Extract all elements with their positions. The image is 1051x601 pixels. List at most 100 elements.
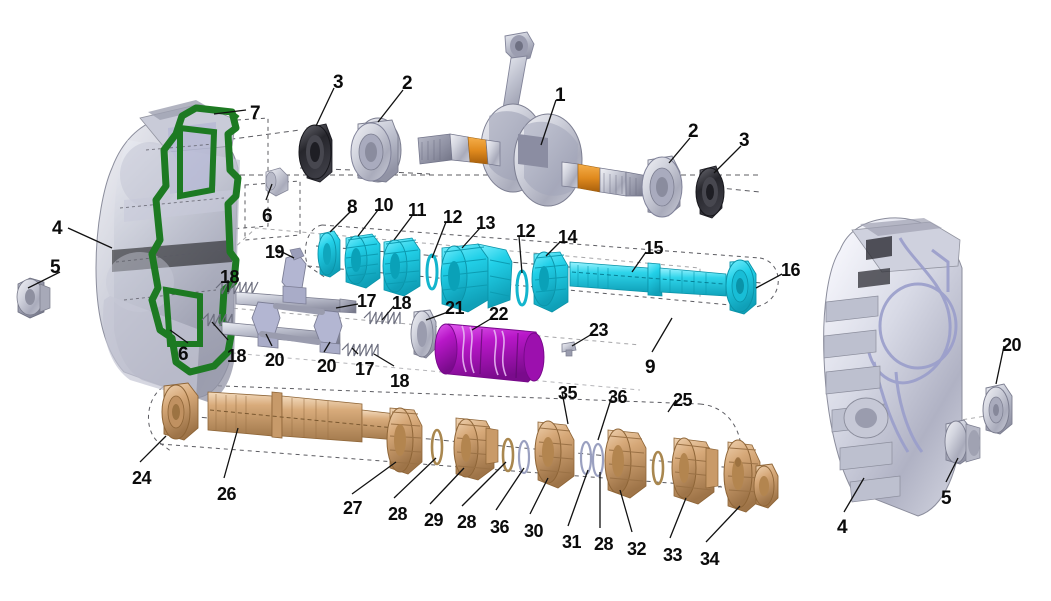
mainshaft-26 (207, 391, 397, 443)
right-crankcase-half (823, 217, 963, 517)
callout-number-18-c18a: 18 (220, 267, 240, 287)
crank-bearing-left (350, 117, 402, 183)
callout-number-5-c5b: 5 (941, 488, 952, 509)
callout-number-14-c14: 14 (558, 227, 578, 247)
callout-number-5-c5a: 5 (50, 257, 61, 278)
callout-number-13-c13: 13 (476, 213, 496, 233)
washer-36b (591, 442, 605, 478)
callout-number-2-c2a: 2 (402, 73, 413, 94)
callout-number-12-c12b: 12 (516, 221, 536, 241)
washer-35 (579, 440, 593, 476)
crank-seal-left (298, 123, 333, 183)
callout-number-26-c26: 26 (217, 484, 237, 504)
callout-number-25-c25: 25 (673, 390, 693, 410)
mainshaft-gear-cluster (161, 382, 779, 513)
callout-number-12-c12a: 12 (443, 207, 463, 227)
callout-number-21-c21: 21 (445, 298, 465, 318)
callout-number-29-c29: 29 (424, 510, 444, 530)
callout-number-32-c32: 32 (627, 539, 647, 559)
callout-number-3-c3a: 3 (333, 72, 344, 93)
callout-number-17-c17b: 17 (355, 359, 375, 379)
callout-number-9-c9: 9 (645, 357, 656, 378)
callout-number-16-c16: 16 (781, 260, 801, 280)
callout-number-18-c18b: 18 (227, 346, 247, 366)
callout-number-23-c23: 23 (589, 320, 609, 340)
washer-36a (517, 439, 531, 475)
spring-18a (215, 280, 259, 295)
shift-fork-19 (281, 247, 307, 305)
shift-drum-22 (434, 323, 545, 383)
callout-number-4-c4a: 4 (52, 218, 63, 239)
callout-number-11-c11: 11 (408, 200, 427, 220)
callout-number-28-c28a: 28 (388, 504, 408, 524)
callout-number-36-c36a: 36 (490, 517, 510, 537)
gear-33 (723, 439, 761, 513)
gear-32 (671, 437, 719, 505)
gear-13 (440, 243, 513, 313)
shift-drum-assembly (410, 309, 577, 383)
shift-fork-assembly (201, 247, 401, 357)
callout-number-30-c30: 30 (524, 521, 544, 541)
callout-number-3-c3b: 3 (739, 130, 750, 151)
gear-10 (344, 233, 381, 289)
callout-number-19-c19: 19 (265, 242, 285, 262)
circlip-28b (501, 437, 515, 473)
dowel-pin (265, 167, 289, 197)
callout-number-34-c34: 34 (700, 549, 720, 569)
callout-number-1-c1: 1 (555, 85, 566, 106)
bearing-24 (161, 382, 199, 441)
callout-number-17-c17a: 17 (357, 291, 377, 311)
circlip-28a (430, 428, 444, 466)
bearing-16 (725, 259, 757, 315)
countershaft-gear-cluster (317, 230, 757, 315)
circlip-28c (651, 450, 665, 486)
callout-number-18-c18c: 18 (392, 293, 412, 313)
callout-number-31-c31: 31 (562, 532, 582, 552)
spring-18b (201, 312, 233, 327)
callout-number-10-c10: 10 (374, 195, 394, 215)
callout-number-6-c6b: 6 (178, 344, 189, 365)
circlip-12a (425, 253, 439, 291)
gear-29 (453, 417, 499, 481)
spring-18d (341, 342, 379, 357)
left-crankcase-bushing (16, 277, 51, 319)
callout-number-20-c20b: 20 (317, 356, 337, 376)
gear-27 (386, 407, 423, 475)
right-crankcase-bushing (944, 419, 981, 465)
bushing-34 (753, 463, 779, 509)
callout-number-6-c6a: 6 (262, 206, 273, 227)
callout-number-36-c36b: 36 (608, 387, 628, 407)
gear-30 (534, 420, 575, 489)
callout-number-24-c24: 24 (132, 468, 152, 488)
gear-11 (382, 237, 421, 297)
crank-bearing-right (641, 155, 683, 218)
countershaft-15 (569, 261, 727, 297)
spring-18c (363, 310, 401, 325)
callout-number-15-c15: 15 (644, 238, 664, 258)
callout-number-35-c35: 35 (558, 383, 578, 403)
callout-number-33-c33: 33 (663, 545, 683, 565)
gear-14 (531, 251, 569, 313)
shift-fork-20b (313, 309, 343, 355)
right-crankcase-bearing-20 (982, 383, 1013, 435)
callout-number-7-c7: 7 (250, 103, 261, 124)
crankshaft-assembly (417, 31, 661, 207)
crank-seal-right (695, 165, 725, 219)
gear-8 (317, 230, 341, 278)
crankcase-gasket (148, 104, 242, 376)
callout-number-20-c20a: 20 (265, 350, 285, 370)
gear-31 (604, 428, 647, 499)
callout-number-4-c4b: 4 (837, 517, 848, 538)
callout-number-2-c2b: 2 (688, 121, 699, 142)
callout-number-28-c28b: 28 (457, 512, 477, 532)
callout-number-8-c8: 8 (347, 197, 358, 218)
callout-number-18-c18d: 18 (390, 371, 410, 391)
callout-number-20-c20c: 20 (1002, 335, 1022, 355)
leader-lines (27, 87, 1005, 543)
callout-number-27-c27: 27 (343, 498, 363, 518)
circlip-12b (515, 269, 529, 307)
callout-number-28-c28c: 28 (594, 534, 614, 554)
detent-plate-23 (561, 341, 577, 357)
